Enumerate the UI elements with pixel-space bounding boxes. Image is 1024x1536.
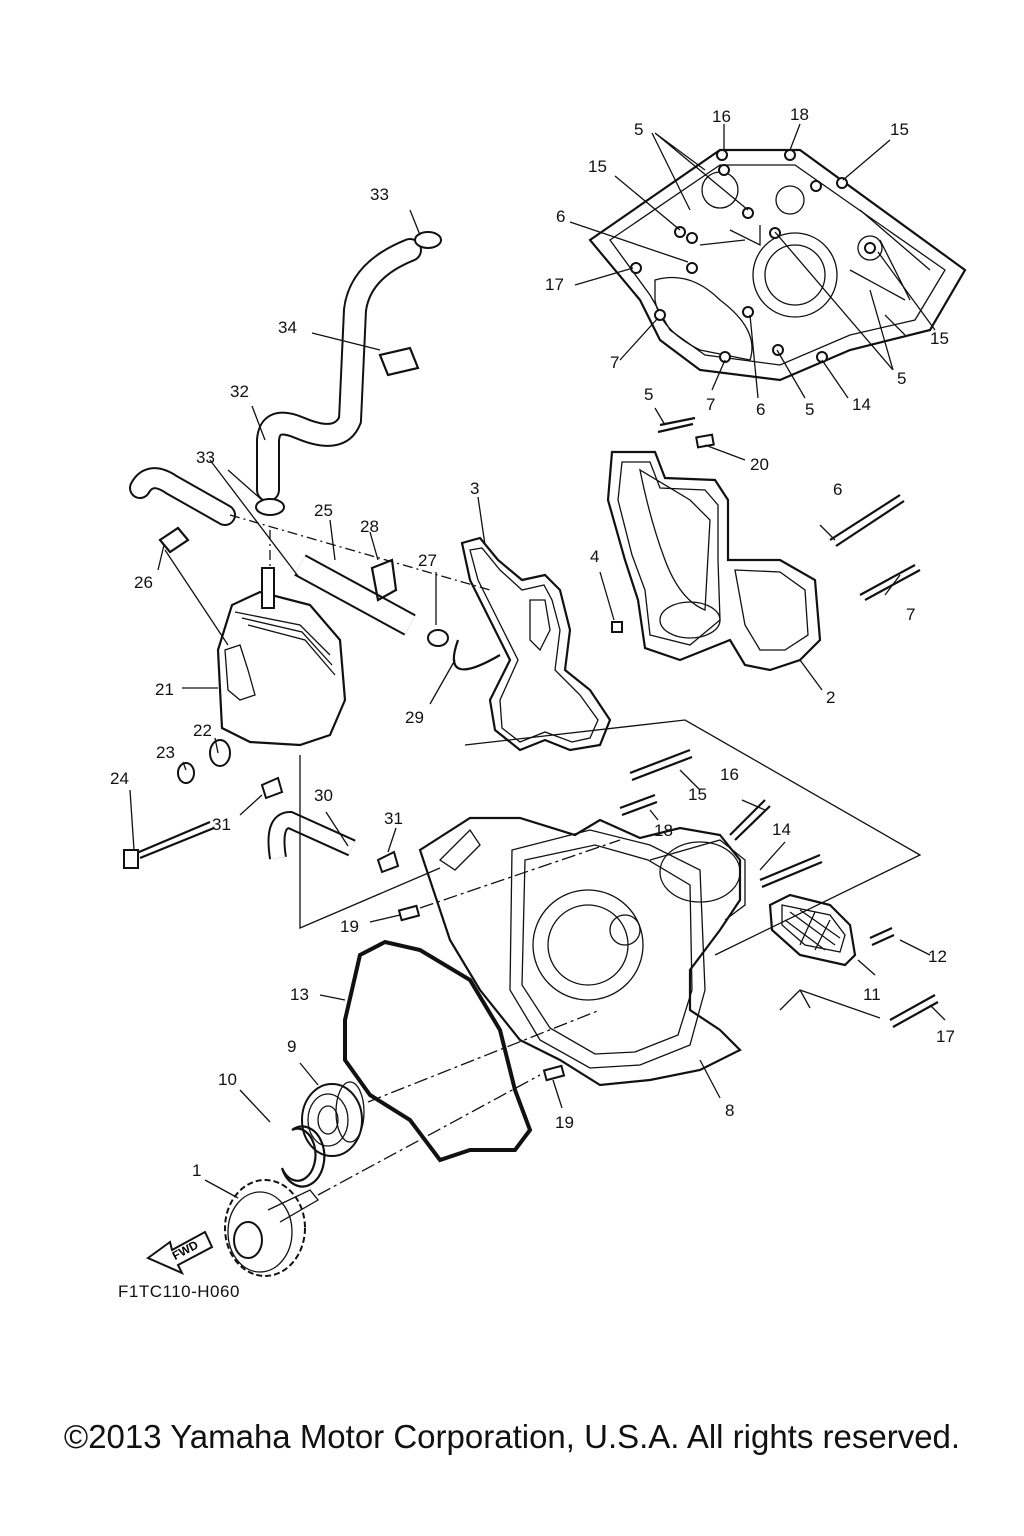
oil-strainer-drawing bbox=[768, 893, 857, 967]
callout-19: 19 bbox=[555, 1113, 574, 1132]
callout-20: 20 bbox=[750, 455, 769, 474]
parts-diagram: FWD bbox=[110, 105, 967, 1277]
circlip-drawing bbox=[280, 1125, 326, 1188]
callout-24: 24 bbox=[110, 769, 129, 788]
callout-1: 1 bbox=[192, 1161, 201, 1180]
callout-3: 3 bbox=[470, 479, 479, 498]
callout-22: 22 bbox=[193, 721, 212, 740]
callout-6: 6 bbox=[833, 480, 842, 499]
callout-31: 31 bbox=[384, 809, 403, 828]
gear-drawing bbox=[224, 1179, 319, 1277]
callout-27: 27 bbox=[418, 551, 437, 570]
callout-5: 5 bbox=[897, 369, 906, 388]
callout-21: 21 bbox=[155, 680, 174, 699]
callout-32: 32 bbox=[230, 382, 249, 401]
main-cover-drawing bbox=[418, 816, 746, 1087]
callout-19: 19 bbox=[340, 917, 359, 936]
callout-14: 14 bbox=[852, 395, 871, 414]
callout-16: 16 bbox=[712, 107, 731, 126]
callout-30: 30 bbox=[314, 786, 333, 805]
callout-12: 12 bbox=[928, 947, 947, 966]
leader-lines bbox=[129, 123, 946, 1199]
callout-6: 6 bbox=[756, 400, 765, 419]
callout-5: 5 bbox=[644, 385, 653, 404]
callout-33: 33 bbox=[370, 185, 389, 204]
callout-labels: 5 16 18 15 15 6 17 15 5 7 7 6 5 14 5 20 … bbox=[110, 105, 955, 1180]
crankcase-housing-drawing bbox=[588, 148, 967, 382]
bearing-drawing bbox=[301, 1081, 365, 1157]
copyright-notice: ©2013 Yamaha Motor Corporation, U.S.A. A… bbox=[63, 1418, 961, 1455]
callout-29: 29 bbox=[405, 708, 424, 727]
callout-9: 9 bbox=[287, 1037, 296, 1056]
callout-18: 18 bbox=[654, 821, 673, 840]
gasket-3-drawing bbox=[460, 536, 612, 752]
callout-15: 15 bbox=[688, 785, 707, 804]
callout-17: 17 bbox=[545, 275, 564, 294]
callout-6: 6 bbox=[556, 207, 565, 226]
callout-28: 28 bbox=[360, 517, 379, 536]
callout-15: 15 bbox=[930, 329, 949, 348]
callout-23: 23 bbox=[156, 743, 175, 762]
reference-code: F1TC110-H060 bbox=[118, 1282, 240, 1301]
callout-14: 14 bbox=[772, 820, 791, 839]
o-ring-drawing bbox=[343, 939, 533, 1163]
callout-10: 10 bbox=[218, 1070, 237, 1089]
callout-11: 11 bbox=[863, 985, 881, 1004]
callout-17: 17 bbox=[936, 1027, 955, 1046]
callout-7: 7 bbox=[906, 605, 915, 624]
callout-13: 13 bbox=[290, 985, 309, 1004]
callout-18: 18 bbox=[790, 105, 809, 124]
callout-31: 31 bbox=[212, 815, 231, 834]
callout-26: 26 bbox=[134, 573, 153, 592]
callout-34: 34 bbox=[278, 318, 297, 337]
callout-15: 15 bbox=[588, 157, 607, 176]
callout-4: 4 bbox=[590, 547, 599, 566]
callout-8: 8 bbox=[725, 1101, 734, 1120]
oil-cooler-drawing bbox=[216, 567, 347, 747]
callout-25: 25 bbox=[314, 501, 333, 520]
callout-15: 15 bbox=[890, 120, 909, 139]
hoses-drawing bbox=[129, 238, 422, 860]
callout-7: 7 bbox=[610, 353, 619, 372]
oil-pump-housing-drawing bbox=[606, 450, 822, 672]
small-parts-drawing bbox=[123, 231, 939, 1082]
callout-16: 16 bbox=[720, 765, 739, 784]
callout-33: 33 bbox=[196, 448, 215, 467]
callout-7: 7 bbox=[706, 395, 715, 414]
callout-5: 5 bbox=[634, 120, 643, 139]
callout-2: 2 bbox=[826, 688, 835, 707]
callout-5: 5 bbox=[805, 400, 814, 419]
fwd-arrow-icon: FWD bbox=[146, 1230, 214, 1276]
